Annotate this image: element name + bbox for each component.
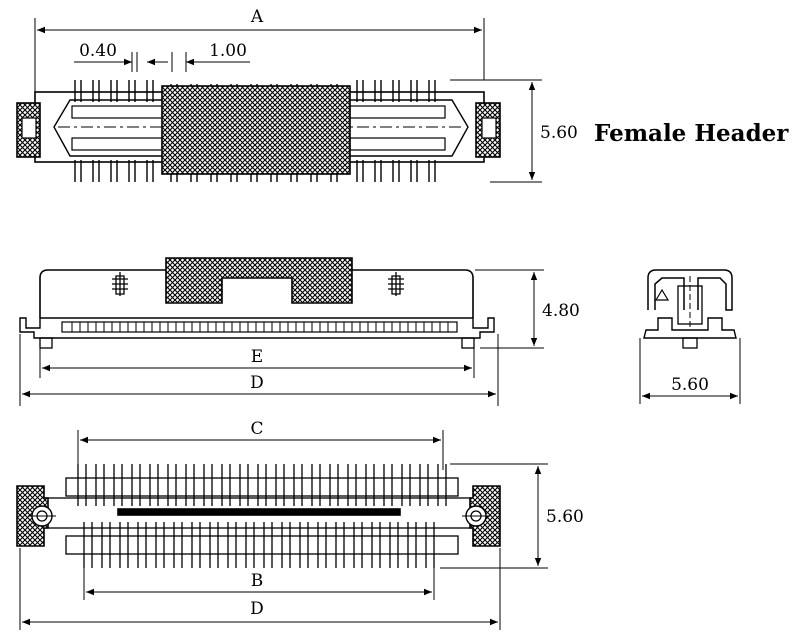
dimension-height-bottom-label: 5.60	[546, 507, 584, 527]
top-view-cover	[161, 85, 351, 175]
top-view-upper-pins	[74, 80, 436, 102]
diagram-title: Female Header	[594, 120, 789, 147]
dimension-b-label: B	[251, 571, 264, 591]
dimension-d-bottom-label: D	[250, 599, 264, 619]
pitch-small-label: 0.40	[79, 41, 117, 61]
dimension-height-top-label: 5.60	[540, 123, 578, 143]
end-view-base	[643, 317, 737, 339]
side-view	[19, 257, 544, 406]
dimension-e-label: E	[251, 347, 263, 367]
bottom-view-center-slot	[117, 508, 401, 516]
dimension-a-label: A	[250, 7, 264, 27]
top-view-lower-pins	[74, 160, 436, 182]
dimension-d-side-label: D	[250, 373, 264, 393]
end-view	[639, 269, 741, 404]
pitch-large-label: 1.00	[209, 41, 247, 61]
side-view-terminal-row	[61, 321, 458, 333]
dimension-height-side-label: 4.80	[542, 301, 580, 321]
bottom-view-lower-pins	[83, 522, 435, 568]
dimension-c-label: C	[250, 419, 263, 439]
side-view-cover	[165, 257, 353, 304]
bottom-view-upper-pins	[77, 464, 447, 506]
dimension-width-end-label: 5.60	[671, 375, 709, 395]
bottom-view	[16, 430, 548, 630]
top-view	[16, 18, 542, 183]
